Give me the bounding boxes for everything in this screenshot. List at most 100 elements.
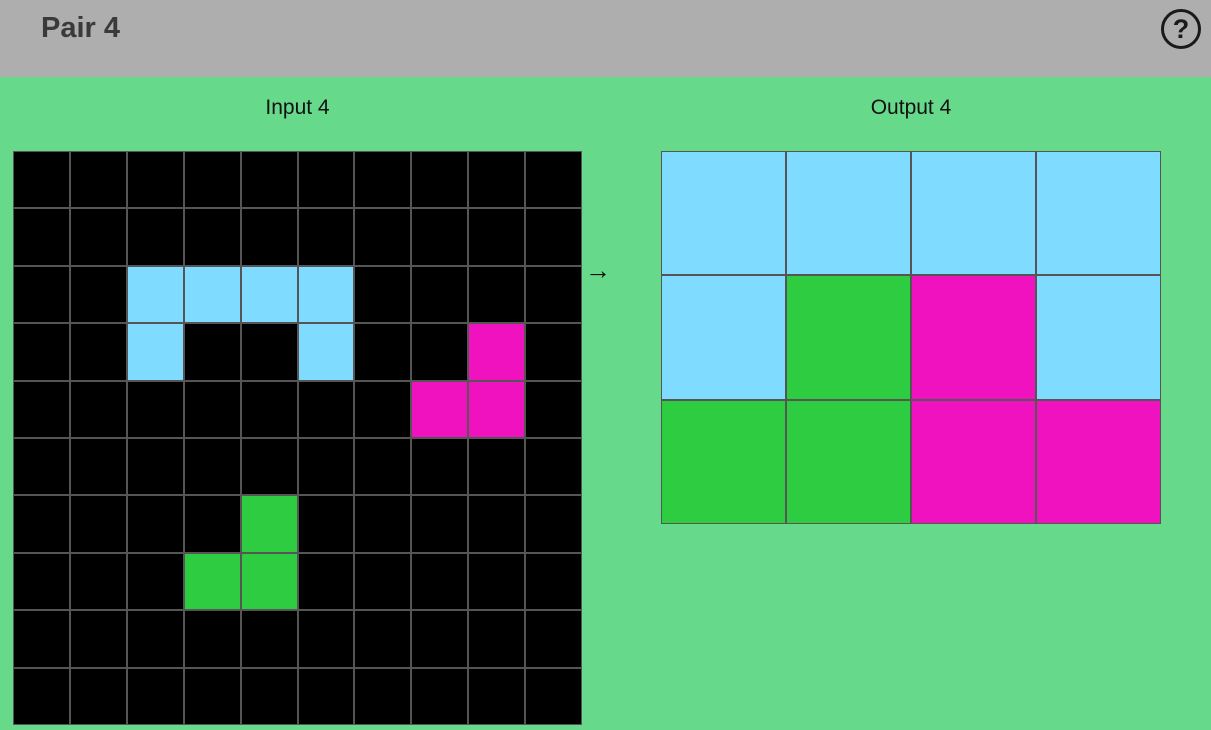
input-cell[interactable] [297, 265, 355, 324]
input-cell[interactable] [354, 208, 412, 266]
input-cell[interactable] [411, 495, 469, 553]
input-cell[interactable] [126, 495, 184, 553]
input-cell[interactable] [183, 495, 241, 553]
input-cell[interactable] [240, 495, 298, 553]
input-cell[interactable] [126, 208, 184, 266]
input-cell[interactable] [69, 667, 127, 725]
input-cell[interactable] [411, 151, 469, 209]
input-cell[interactable] [69, 495, 127, 553]
input-cell[interactable] [240, 208, 298, 266]
output-cell[interactable] [661, 151, 786, 276]
input-cell[interactable] [297, 438, 355, 496]
input-cell[interactable] [69, 151, 127, 209]
input-cell[interactable] [525, 438, 582, 496]
output-cell[interactable] [786, 275, 911, 400]
input-cell[interactable] [13, 667, 70, 725]
input-cell[interactable] [468, 610, 526, 668]
output-cell[interactable] [786, 151, 911, 276]
input-cell[interactable] [13, 323, 70, 381]
help-icon[interactable]: ? [1161, 9, 1201, 49]
input-cell[interactable] [297, 380, 355, 438]
input-cell[interactable] [126, 151, 184, 209]
output-cell[interactable] [1036, 275, 1161, 400]
input-cell[interactable] [240, 667, 298, 725]
output-cell[interactable] [1036, 399, 1161, 524]
input-cell[interactable] [297, 495, 355, 553]
input-cell[interactable] [354, 610, 412, 668]
input-cell[interactable] [297, 323, 355, 381]
input-cell[interactable] [13, 208, 70, 266]
input-cell[interactable] [354, 667, 412, 725]
input-cell[interactable] [13, 495, 70, 553]
output-cell[interactable] [661, 275, 786, 400]
input-cell[interactable] [354, 438, 412, 496]
input-cell[interactable] [411, 552, 469, 611]
input-cell[interactable] [183, 265, 241, 324]
input-cell[interactable] [411, 610, 469, 668]
input-cell[interactable] [525, 323, 582, 381]
input-cell[interactable] [183, 208, 241, 266]
output-cell[interactable] [1036, 151, 1161, 276]
input-cell[interactable] [13, 438, 70, 496]
input-cell[interactable] [183, 667, 241, 725]
input-cell[interactable] [69, 380, 127, 438]
input-cell[interactable] [183, 323, 241, 381]
input-cell[interactable] [69, 323, 127, 381]
input-cell[interactable] [468, 380, 526, 438]
input-cell[interactable] [240, 265, 298, 324]
input-cell[interactable] [126, 323, 184, 381]
input-cell[interactable] [69, 208, 127, 266]
input-cell[interactable] [354, 323, 412, 381]
output-cell[interactable] [911, 399, 1036, 524]
input-cell[interactable] [354, 552, 412, 611]
input-cell[interactable] [354, 495, 412, 553]
input-cell[interactable] [297, 151, 355, 209]
input-cell[interactable] [126, 552, 184, 611]
input-cell[interactable] [13, 380, 70, 438]
input-cell[interactable] [126, 380, 184, 438]
input-cell[interactable] [468, 323, 526, 381]
input-cell[interactable] [69, 265, 127, 324]
input-cell[interactable] [126, 667, 184, 725]
input-cell[interactable] [13, 151, 70, 209]
input-cell[interactable] [525, 151, 582, 209]
input-cell[interactable] [354, 265, 412, 324]
input-cell[interactable] [183, 610, 241, 668]
output-cell[interactable] [661, 399, 786, 524]
input-cell[interactable] [297, 667, 355, 725]
input-cell[interactable] [183, 380, 241, 438]
input-cell[interactable] [183, 438, 241, 496]
input-cell[interactable] [411, 380, 469, 438]
input-cell[interactable] [183, 552, 241, 611]
input-cell[interactable] [240, 323, 298, 381]
input-cell[interactable] [183, 151, 241, 209]
input-cell[interactable] [126, 265, 184, 324]
input-cell[interactable] [525, 380, 582, 438]
input-cell[interactable] [468, 438, 526, 496]
input-cell[interactable] [468, 151, 526, 209]
output-cell[interactable] [911, 151, 1036, 276]
input-cell[interactable] [468, 667, 526, 725]
input-cell[interactable] [297, 208, 355, 266]
input-cell[interactable] [297, 552, 355, 611]
input-cell[interactable] [13, 552, 70, 611]
input-cell[interactable] [468, 208, 526, 266]
input-cell[interactable] [354, 151, 412, 209]
input-cell[interactable] [525, 208, 582, 266]
input-cell[interactable] [468, 265, 526, 324]
input-cell[interactable] [240, 610, 298, 668]
input-cell[interactable] [126, 438, 184, 496]
input-cell[interactable] [240, 552, 298, 611]
input-cell[interactable] [411, 265, 469, 324]
input-cell[interactable] [240, 438, 298, 496]
input-cell[interactable] [411, 323, 469, 381]
input-cell[interactable] [69, 610, 127, 668]
input-cell[interactable] [126, 610, 184, 668]
input-cell[interactable] [411, 438, 469, 496]
input-cell[interactable] [240, 151, 298, 209]
input-cell[interactable] [13, 265, 70, 324]
output-cell[interactable] [911, 275, 1036, 400]
input-cell[interactable] [354, 380, 412, 438]
input-cell[interactable] [525, 667, 582, 725]
input-cell[interactable] [525, 495, 582, 553]
